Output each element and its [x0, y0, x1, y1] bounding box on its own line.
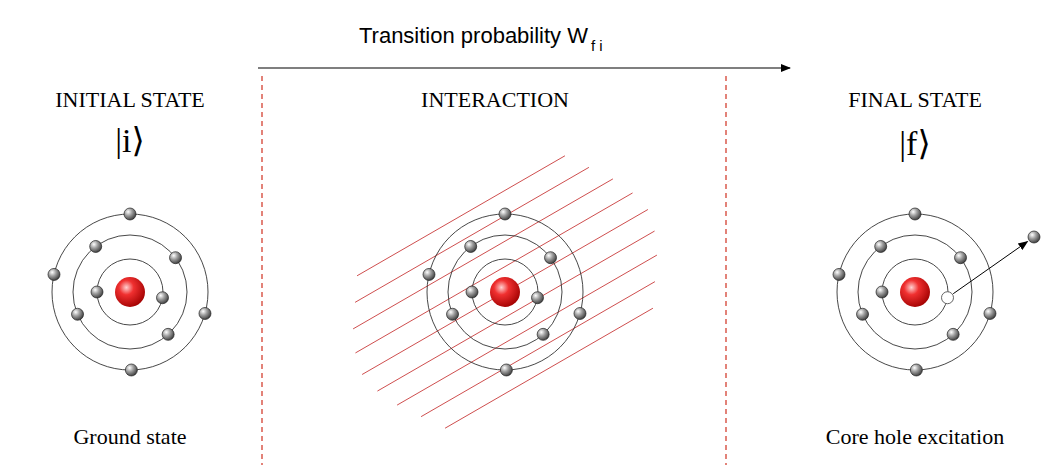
orbit-ring — [52, 214, 208, 370]
electron — [447, 308, 459, 320]
electron — [531, 292, 543, 304]
separator-line — [261, 76, 262, 465]
electron — [947, 328, 959, 340]
electron — [875, 240, 887, 252]
column-heading: INITIAL STATE — [55, 88, 205, 112]
orbit-ring — [73, 235, 187, 349]
electron — [423, 268, 435, 280]
process-arrow — [258, 67, 790, 68]
column-heading: FINAL STATE — [848, 88, 982, 112]
ket-symbol: |i⟩ — [115, 122, 145, 159]
electron — [910, 364, 922, 376]
nucleus — [115, 277, 145, 307]
electron — [72, 308, 84, 320]
state-caption: Core hole excitation — [826, 425, 1004, 449]
subscript: f i — [591, 38, 603, 55]
orbit-ring — [882, 259, 948, 325]
electron — [124, 208, 136, 220]
nucleus — [900, 277, 930, 307]
orbit-ring — [837, 214, 993, 370]
atom-figure — [423, 208, 586, 376]
separator-line — [725, 76, 726, 465]
electron — [833, 268, 845, 280]
electron — [909, 208, 921, 220]
radiation-line — [421, 282, 655, 417]
electron — [876, 286, 888, 298]
orbit-ring — [448, 235, 562, 349]
radiation-line — [445, 308, 653, 428]
atom-figure — [48, 208, 211, 376]
ejection-arrow — [953, 242, 1027, 294]
electron — [90, 240, 102, 252]
column-heading: INTERACTION — [421, 88, 569, 112]
electron — [162, 328, 174, 340]
electron — [955, 252, 967, 264]
nucleus — [490, 277, 520, 307]
electron — [574, 307, 586, 319]
radiation-line — [355, 193, 632, 353]
arrow-title: Transition probability W — [359, 24, 588, 48]
electron — [125, 364, 137, 376]
orbit-ring — [427, 214, 583, 370]
radiation-line — [353, 179, 613, 329]
orbit-ring — [97, 259, 163, 325]
radiation-line — [397, 255, 657, 405]
radiation-line — [377, 231, 654, 391]
radiation-line — [362, 210, 648, 375]
state-caption: Ground state — [73, 425, 186, 449]
electron — [199, 307, 211, 319]
radiation-line — [357, 156, 565, 276]
radiation-line — [355, 167, 589, 302]
electron — [91, 286, 103, 298]
electron — [156, 292, 168, 304]
electron — [499, 208, 511, 220]
electron — [500, 364, 512, 376]
electron — [170, 252, 182, 264]
atom-figure — [833, 208, 996, 376]
electron — [857, 308, 869, 320]
electron — [545, 252, 557, 264]
electron — [48, 268, 60, 280]
electron — [984, 307, 996, 319]
electron — [537, 328, 549, 340]
ejected-electron — [1028, 231, 1040, 243]
core-hole — [941, 292, 953, 304]
electron — [465, 240, 477, 252]
ket-symbol: |f⟩ — [899, 125, 930, 162]
electron — [466, 286, 478, 298]
orbit-ring — [472, 259, 538, 325]
